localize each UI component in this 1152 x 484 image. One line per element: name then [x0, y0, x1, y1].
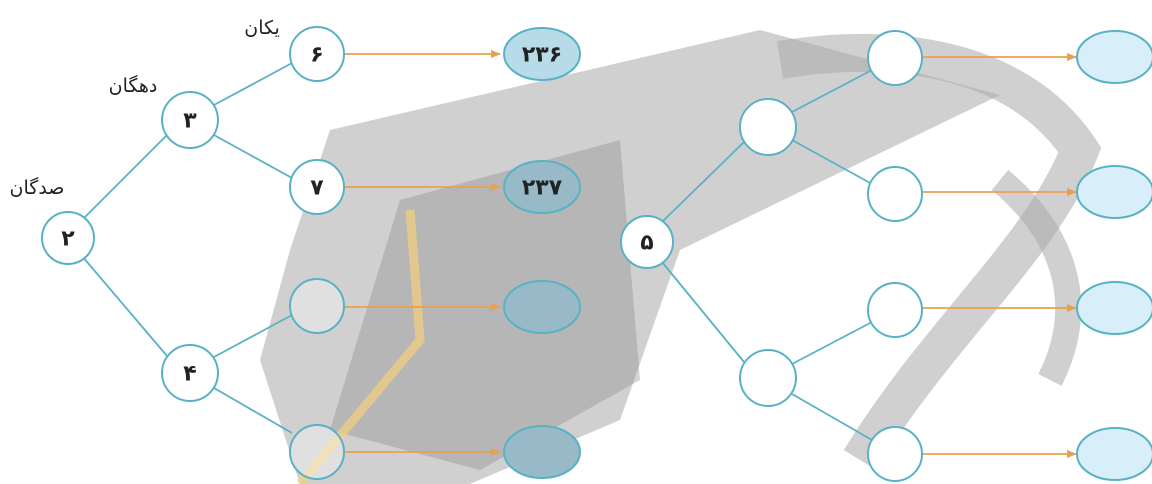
ones-node	[867, 282, 923, 338]
ones-node	[289, 278, 345, 334]
branch-line	[213, 62, 293, 106]
root-node-value: ۲	[61, 227, 75, 252]
tens-label: دهگان	[109, 74, 158, 97]
ones-node	[289, 424, 345, 480]
right-tree-arrows	[922, 53, 1077, 458]
tens-node-bottom	[739, 349, 797, 407]
result-value: ۲۳۷	[522, 176, 563, 201]
result-oval	[503, 280, 581, 334]
branch-line	[791, 393, 873, 441]
result-oval	[1076, 165, 1152, 219]
ones-label: یکان	[244, 17, 280, 39]
left-tree-branches	[81, 62, 293, 434]
branch-line	[661, 141, 745, 223]
watermark	[260, 30, 1102, 484]
result-oval	[503, 27, 581, 81]
watermark-tassel	[296, 209, 425, 484]
ones-node	[867, 30, 923, 86]
right-tree: ۵	[620, 30, 1152, 482]
watermark-letter-stroke	[991, 170, 1082, 386]
ones-node-value: ۶	[310, 43, 323, 68]
left-tree-arrows	[344, 50, 501, 456]
result-oval	[503, 425, 581, 479]
branch-line	[791, 69, 873, 113]
tens-node-top-value: ۳	[183, 109, 197, 134]
left-tree: صدگان دهگان یکان ۲ ۳ ۴ ۶ ۷ ۲۳۶ ۲۳۷	[10, 17, 581, 480]
ones-node-value: ۷	[310, 176, 324, 201]
result-oval	[1076, 30, 1152, 84]
ones-node	[289, 159, 345, 215]
right-tree-branches	[661, 69, 873, 441]
result-oval	[1076, 281, 1152, 335]
ones-node	[867, 166, 923, 222]
branch-line	[213, 134, 293, 179]
root-node	[41, 211, 95, 265]
hundreds-label: صدگان	[10, 176, 65, 199]
branch-line	[791, 321, 873, 365]
branch-line	[81, 134, 168, 221]
tens-node-bottom-value: ۴	[183, 362, 196, 387]
root-node-value: ۵	[640, 231, 653, 256]
branch-line	[81, 255, 168, 357]
branch-line	[791, 139, 873, 185]
tens-node-bottom	[161, 344, 219, 402]
root-node	[620, 215, 674, 269]
branch-line	[661, 261, 745, 363]
tens-node-top	[161, 91, 219, 149]
ones-node	[289, 26, 345, 82]
result-oval	[503, 160, 581, 214]
tens-node-top	[739, 98, 797, 156]
branch-line	[213, 387, 293, 434]
branch-line	[213, 314, 293, 358]
ones-node	[867, 426, 923, 482]
result-oval	[1076, 427, 1152, 481]
result-value: ۲۳۶	[522, 43, 562, 68]
